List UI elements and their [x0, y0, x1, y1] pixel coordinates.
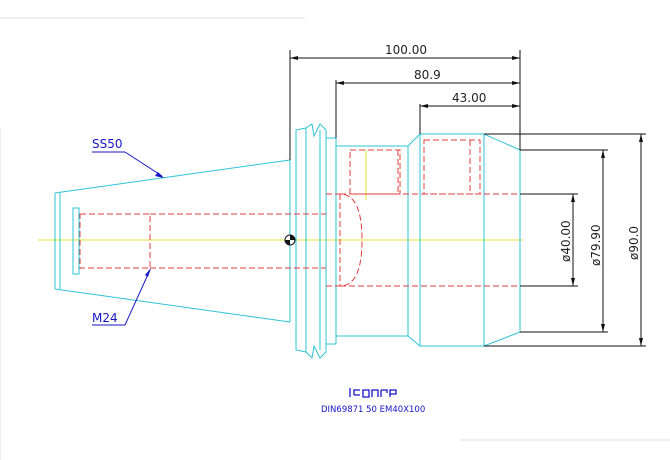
label-taper: SS50: [92, 137, 123, 151]
dim-mid-length: 80.9: [414, 68, 441, 82]
dimension-lines: [289, 50, 646, 347]
dim-short-length: 43.00: [452, 91, 486, 105]
leader-lines: [92, 151, 163, 326]
part-number: DIN69871 50 EM40X100: [321, 405, 425, 415]
dim-diameter-mid: ø79.90: [589, 224, 603, 266]
brand-logo: [349, 388, 397, 398]
sheet-border: [0, 17, 670, 460]
dim-diameter-outer: ø90.0: [627, 226, 641, 260]
hidden-lines: [79, 139, 520, 287]
arrow-heads: [290, 56, 643, 346]
dim-diameter-inner: ø40.00: [559, 220, 573, 262]
leader-arrow-ss50: [155, 172, 164, 178]
label-thread: M24: [92, 311, 118, 325]
center-line: [38, 150, 523, 241]
leader-arrow-m24: [145, 268, 151, 277]
holder-outline: [54, 123, 521, 360]
dim-overall-length: 100.00: [385, 43, 427, 57]
